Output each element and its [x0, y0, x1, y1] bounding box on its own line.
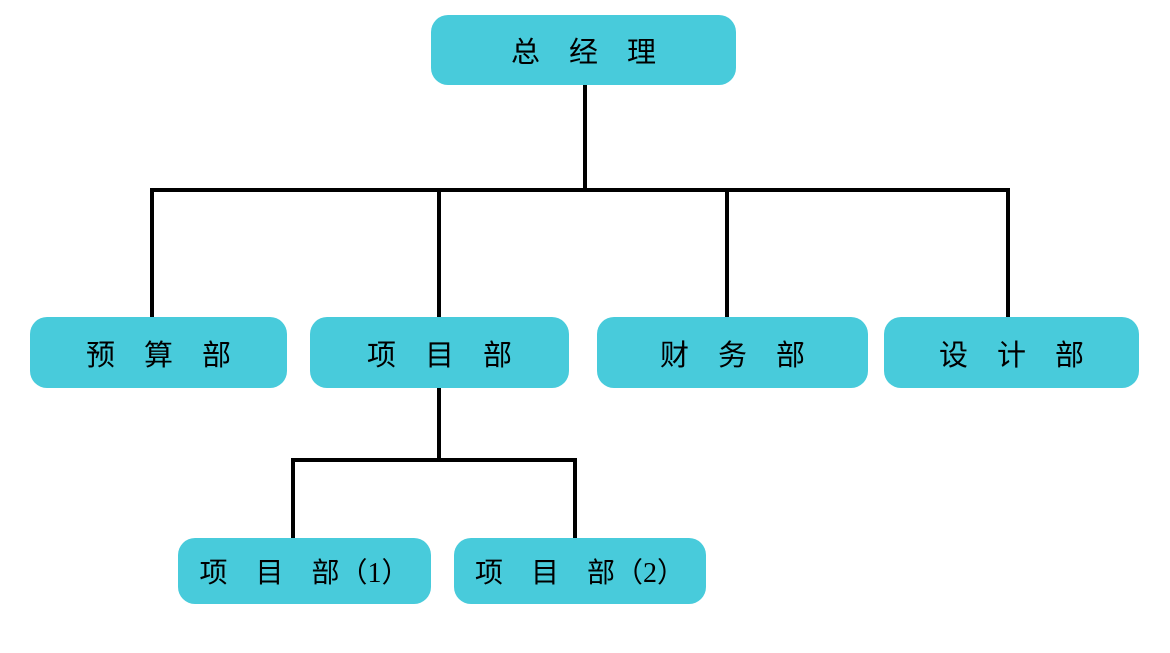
org-node-budget-dept-label: 预 算 部: [85, 339, 231, 372]
connector-finance-vertical: [725, 188, 729, 317]
connector-level3-horizontal: [291, 458, 577, 462]
connector-project2-vertical: [573, 458, 577, 538]
org-node-budget-dept: 预 算 部: [30, 317, 287, 388]
org-node-project-dept: 项 目 部: [310, 317, 569, 388]
org-node-project-dept-1-label: 项 目 部（1）: [199, 558, 410, 589]
org-node-general-manager-label: 总 经 理: [510, 37, 656, 69]
connector-level2-horizontal: [150, 188, 1010, 192]
org-node-project-dept-1: 项 目 部（1）: [178, 538, 431, 604]
connector-ceo-vertical: [583, 85, 587, 192]
org-node-project-dept-2-label: 项 目 部（2）: [474, 558, 685, 589]
org-node-design-dept: 设 计 部: [884, 317, 1139, 388]
org-node-finance-dept-label: 财 务 部: [659, 339, 805, 372]
connector-design-vertical: [1006, 188, 1010, 317]
connector-budget-vertical: [150, 188, 154, 317]
connector-project-vertical: [437, 188, 441, 317]
org-node-project-dept-label: 项 目 部: [366, 339, 512, 372]
org-node-general-manager: 总 经 理: [431, 15, 736, 85]
connector-project-child-vertical: [437, 388, 441, 462]
org-node-project-dept-2: 项 目 部（2）: [454, 538, 706, 604]
connector-project1-vertical: [291, 458, 295, 538]
org-node-finance-dept: 财 务 部: [597, 317, 868, 388]
org-node-design-dept-label: 设 计 部: [938, 339, 1084, 372]
